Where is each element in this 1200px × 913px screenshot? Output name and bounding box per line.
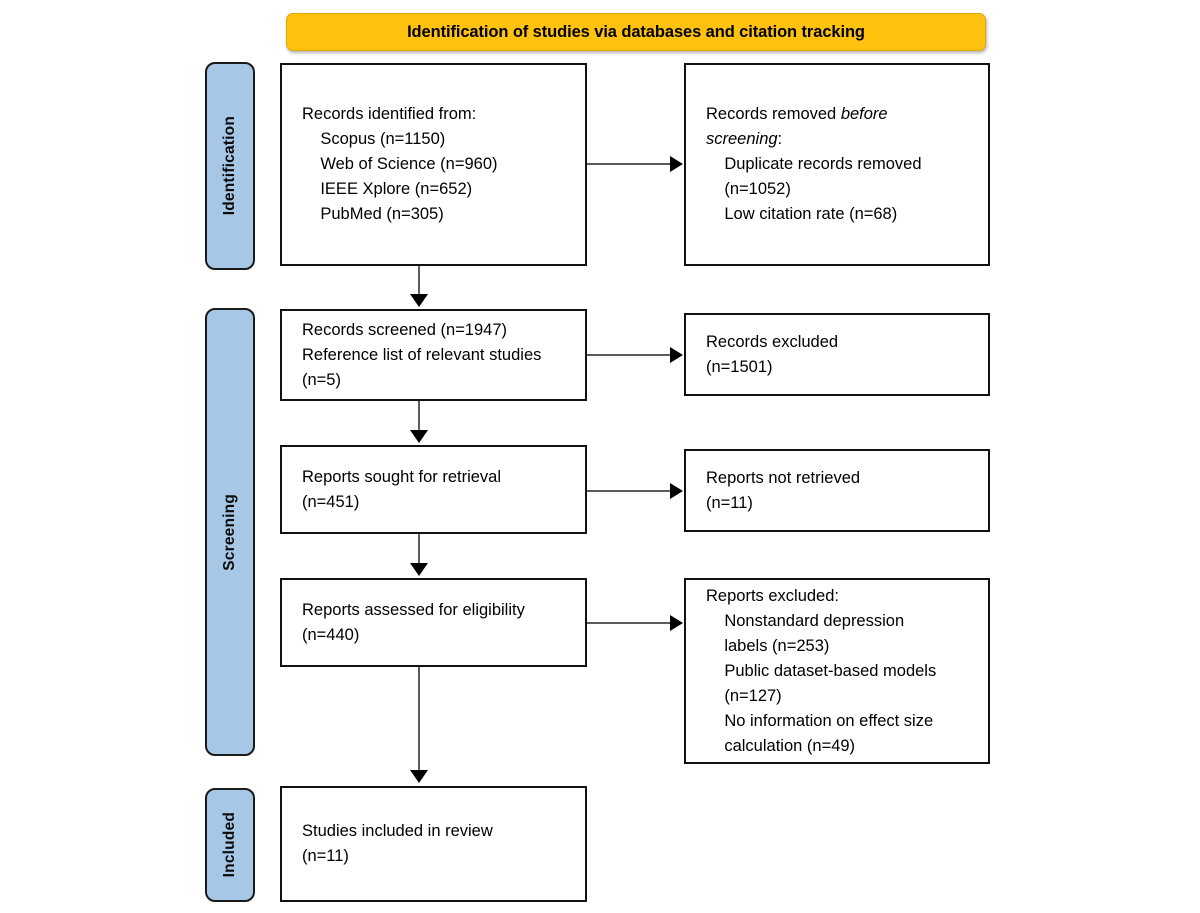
stage-label-screening: Screening [205,308,255,756]
box-reports-excluded-text: Reports excluded: Nonstandard depression… [686,584,936,759]
reports-assessed-line-1: Reports assessed for eligibility [302,600,525,619]
records-removed-line-2b: : [777,130,783,148]
connector-assessed-to-excluded-arrow [670,615,683,631]
box-reports-excluded: Reports excluded: Nonstandard depression… [684,578,990,764]
stage-label-identification-text: Identification [221,116,238,216]
box-studies-included-text: Studies included in review (n=11) [282,819,493,869]
reports-excluded-line-1: Reports excluded: [706,586,839,605]
box-reports-sought-text: Reports sought for retrieval (n=451) [282,465,501,515]
connector-identified-to-removed-line [587,163,671,165]
stage-label-identification: Identification [205,62,255,270]
box-reports-not-retrieved: Reports not retrieved (n=11) [684,449,990,532]
box-records-excluded-text: Records excluded (n=1501) [686,330,838,380]
connector-screened-to-sought-line [418,401,420,437]
connector-assessed-to-excluded-line [587,622,671,624]
stage-label-included: Included [205,788,255,902]
connector-sought-to-assessed-line [418,534,420,570]
connector-sought-to-notretrieved-line [587,490,671,492]
records-removed-line-3: Duplicate records removed [706,155,922,173]
records-identified-line-3: Web of Science (n=960) [302,155,498,173]
connector-assessed-to-included-line [418,667,420,777]
box-reports-assessed-text: Reports assessed for eligibility (n=440) [282,598,525,648]
reports-not-retrieved-line-2: (n=11) [706,493,753,512]
reports-not-retrieved-line-1: Reports not retrieved [706,468,861,487]
records-identified-line-4: IEEE Xplore (n=652) [302,180,473,198]
reports-excluded-line-7: calculation (n=49) [706,736,856,755]
records-excluded-line-1: Records excluded [706,332,839,351]
box-records-identified-text: Records identified from: Scopus (n=1150)… [282,102,498,227]
box-records-excluded: Records excluded (n=1501) [684,313,990,396]
records-excluded-line-2: (n=1501) [706,357,773,376]
box-records-screened-text: Records screened (n=1947) Reference list… [282,318,541,393]
records-identified-line-5: PubMed (n=305) [302,205,444,223]
connector-identified-to-screened-arrow [410,294,428,307]
records-removed-line-5: Low citation rate (n=68) [706,205,898,223]
studies-included-line-1: Studies included in review [302,822,493,840]
connector-assessed-to-included-arrow [410,770,428,783]
reports-excluded-line-4: Public dataset-based models [706,661,937,680]
reports-excluded-line-2: Nonstandard depression [706,611,905,630]
reports-sought-line-1: Reports sought for retrieval [302,467,502,486]
records-removed-line-4: (n=1052) [706,180,791,198]
reports-excluded-line-6: No information on effect size [706,711,934,730]
reports-excluded-line-3: labels (n=253) [706,636,830,655]
box-reports-not-retrieved-text: Reports not retrieved (n=11) [686,466,860,516]
box-records-screened: Records screened (n=1947) Reference list… [280,309,587,401]
box-reports-assessed: Reports assessed for eligibility (n=440) [280,578,587,667]
box-records-removed: Records removed before screening: Duplic… [684,63,990,266]
header-banner: Identification of studies via databases … [286,13,986,51]
reports-excluded-line-5: (n=127) [706,686,782,705]
box-reports-sought: Reports sought for retrieval (n=451) [280,445,587,534]
connector-screened-to-excluded-line [587,354,671,356]
reports-sought-line-2: (n=451) [302,492,360,511]
records-removed-line-1b: before [840,105,888,123]
box-records-removed-text: Records removed before screening: Duplic… [686,102,922,227]
records-screened-line-1: Records screened (n=1947) [302,320,507,339]
records-removed-line-1a: Records removed [706,105,841,123]
records-removed-line-2a: screening [706,130,778,148]
connector-screened-to-excluded-arrow [670,347,683,363]
records-screened-line-2: Reference list of relevant studies [302,345,542,364]
box-studies-included: Studies included in review (n=11) [280,786,587,902]
stage-label-included-text: Included [221,812,238,878]
stage-label-screening-text: Screening [221,493,238,571]
records-identified-line-1: Records identified from: [302,105,477,123]
connector-sought-to-assessed-arrow [410,563,428,576]
studies-included-line-2: (n=11) [302,847,349,865]
connector-screened-to-sought-arrow [410,430,428,443]
box-records-identified: Records identified from: Scopus (n=1150)… [280,63,587,266]
connector-identified-to-removed-arrow [670,156,683,172]
connector-sought-to-notretrieved-arrow [670,483,683,499]
records-screened-line-3: (n=5) [302,370,341,389]
header-title: Identification of studies via databases … [407,22,865,41]
connector-identified-to-screened-line [418,266,420,302]
reports-assessed-line-2: (n=440) [302,625,360,644]
records-identified-line-2: Scopus (n=1150) [302,130,446,148]
